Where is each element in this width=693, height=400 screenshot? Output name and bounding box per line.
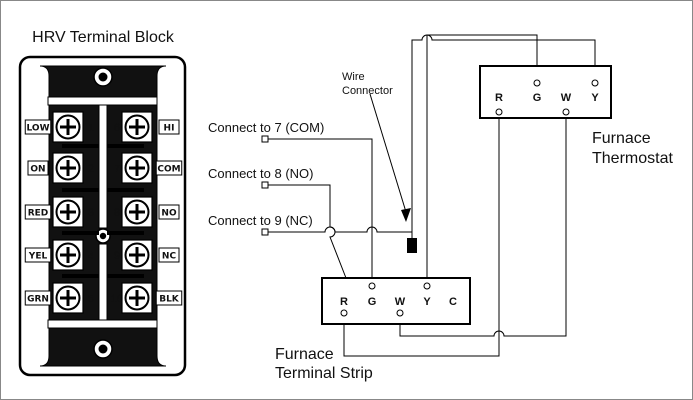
- terminal-label-no-text: NO: [161, 209, 177, 219]
- terminal-number-8: 8: [114, 207, 120, 219]
- terminal-label-hi-text: HI: [164, 124, 175, 134]
- strip-terminal-c: C: [449, 296, 457, 308]
- terminal-label-on-text: ON: [30, 165, 45, 175]
- thermostat-terminal-g: G: [533, 92, 542, 104]
- strip-terminal-r: R: [340, 296, 348, 308]
- terminal-label-nc-text: NC: [162, 252, 177, 262]
- terminal-label-yel-text: YEL: [28, 252, 48, 262]
- terminal-post-icon: [396, 309, 404, 317]
- terminal-label-low: LOW: [24, 119, 52, 135]
- wire-strip-w-to-thermostat-w: [399, 115, 567, 337]
- terminal-number-3: 3: [88, 207, 94, 219]
- lead-end-com: [261, 135, 269, 143]
- pointer-arrowhead-icon: [401, 208, 411, 222]
- terminal-label-grn-text: GRN: [27, 295, 49, 305]
- bottom-bar: [47, 319, 158, 329]
- terminal-label-blk-text: BLK: [159, 295, 180, 305]
- wire-connector-label-line2: Connector: [342, 85, 393, 97]
- terminal-strip-label-line2: Terminal Strip: [275, 365, 373, 382]
- thermostat-label-line2: Thermostat: [592, 150, 673, 167]
- wire-nc-to-connector: [268, 226, 412, 233]
- separator: [107, 231, 144, 235]
- terminal-screw-icon: [121, 111, 153, 143]
- terminal-screw-icon: [52, 239, 84, 271]
- top-bar: [47, 96, 158, 106]
- separator: [107, 274, 144, 278]
- connect-label-no: Connect to 8 (NO): [208, 166, 314, 181]
- terminal-screw-icon: [52, 111, 84, 143]
- terminal-label-on: ON: [27, 160, 49, 176]
- thermostat-terminal-w: W: [561, 92, 572, 104]
- terminal-post-icon: [340, 309, 348, 317]
- wire-connector-icon: [407, 238, 417, 253]
- connect-label-nc: Connect to 9 (NC): [208, 213, 313, 228]
- center-divider-bottom: [98, 243, 108, 321]
- terminal-label-com-text: COM: [157, 165, 180, 175]
- thermostat-terminal-r: R: [495, 92, 503, 104]
- terminal-label-nc: NC: [158, 247, 180, 263]
- center-divider-top: [98, 104, 108, 229]
- terminal-label-grn: GRN: [24, 290, 52, 306]
- terminal-post-icon: [495, 108, 503, 116]
- lead-end-nc: [261, 228, 269, 236]
- lead-end-no: [261, 181, 269, 189]
- separator: [107, 188, 144, 192]
- terminal-label-low-text: LOW: [27, 124, 50, 134]
- terminal-number-7: 7: [114, 163, 120, 175]
- terminal-number-1: 1: [88, 122, 94, 134]
- wire-connector-pointer: [369, 93, 407, 213]
- strip-terminal-w: W: [395, 296, 406, 308]
- separator: [62, 274, 99, 278]
- terminal-screw-icon: [121, 282, 153, 314]
- wires: [268, 34, 596, 357]
- separator: [62, 231, 99, 235]
- furnace-thermostat-box: [479, 65, 612, 119]
- terminal-label-com: COM: [155, 160, 183, 176]
- terminal-post-icon: [423, 282, 431, 290]
- terminal-label-yel: YEL: [24, 247, 52, 263]
- terminal-strip-label-line1: Furnace: [275, 346, 334, 363]
- terminal-screw-icon: [52, 196, 84, 228]
- terminal-screw-icon: [52, 282, 84, 314]
- terminal-label-red-text: RED: [28, 209, 49, 219]
- terminal-post-icon: [562, 108, 570, 116]
- thermostat-terminal-y: Y: [591, 92, 599, 104]
- terminal-label-no: NO: [158, 204, 180, 220]
- terminal-number-4: 4: [88, 250, 94, 262]
- hrv-title: HRV Terminal Block: [32, 29, 175, 46]
- furnace-terminal-strip-box: [321, 277, 471, 325]
- wire-connector-label-line1: Wire: [342, 71, 365, 83]
- wire-strip-r-to-thermostat-r: [343, 115, 500, 357]
- terminal-number-6: 6: [114, 122, 120, 134]
- terminal-post-icon: [533, 79, 541, 87]
- connect-label-com: Connect to 7 (COM): [208, 120, 324, 135]
- strip-terminal-y: Y: [423, 296, 431, 308]
- wire-com-to-g: [268, 138, 373, 278]
- separator: [62, 188, 99, 192]
- terminal-number-10: 10: [111, 293, 123, 305]
- terminal-label-hi: HI: [158, 119, 180, 135]
- terminal-screw-icon: [121, 196, 153, 228]
- separator: [107, 144, 144, 148]
- terminal-number-5: 5: [88, 293, 94, 305]
- terminal-screw-icon: [121, 239, 153, 271]
- terminal-post-icon: [591, 79, 599, 87]
- separator: [62, 144, 99, 148]
- terminal-label-red: RED: [24, 204, 52, 220]
- terminal-label-blk: BLK: [155, 290, 183, 306]
- wire-strip-y-to-thermostat-g: [426, 34, 538, 278]
- thermostat-label-line1: Furnace: [592, 130, 651, 147]
- terminal-screw-icon: [52, 152, 84, 184]
- terminal-number-2: 2: [88, 163, 94, 175]
- terminal-screw-icon: [121, 152, 153, 184]
- strip-terminal-g: G: [368, 296, 377, 308]
- terminal-number-9: 9: [114, 250, 120, 262]
- terminal-post-icon: [368, 282, 376, 290]
